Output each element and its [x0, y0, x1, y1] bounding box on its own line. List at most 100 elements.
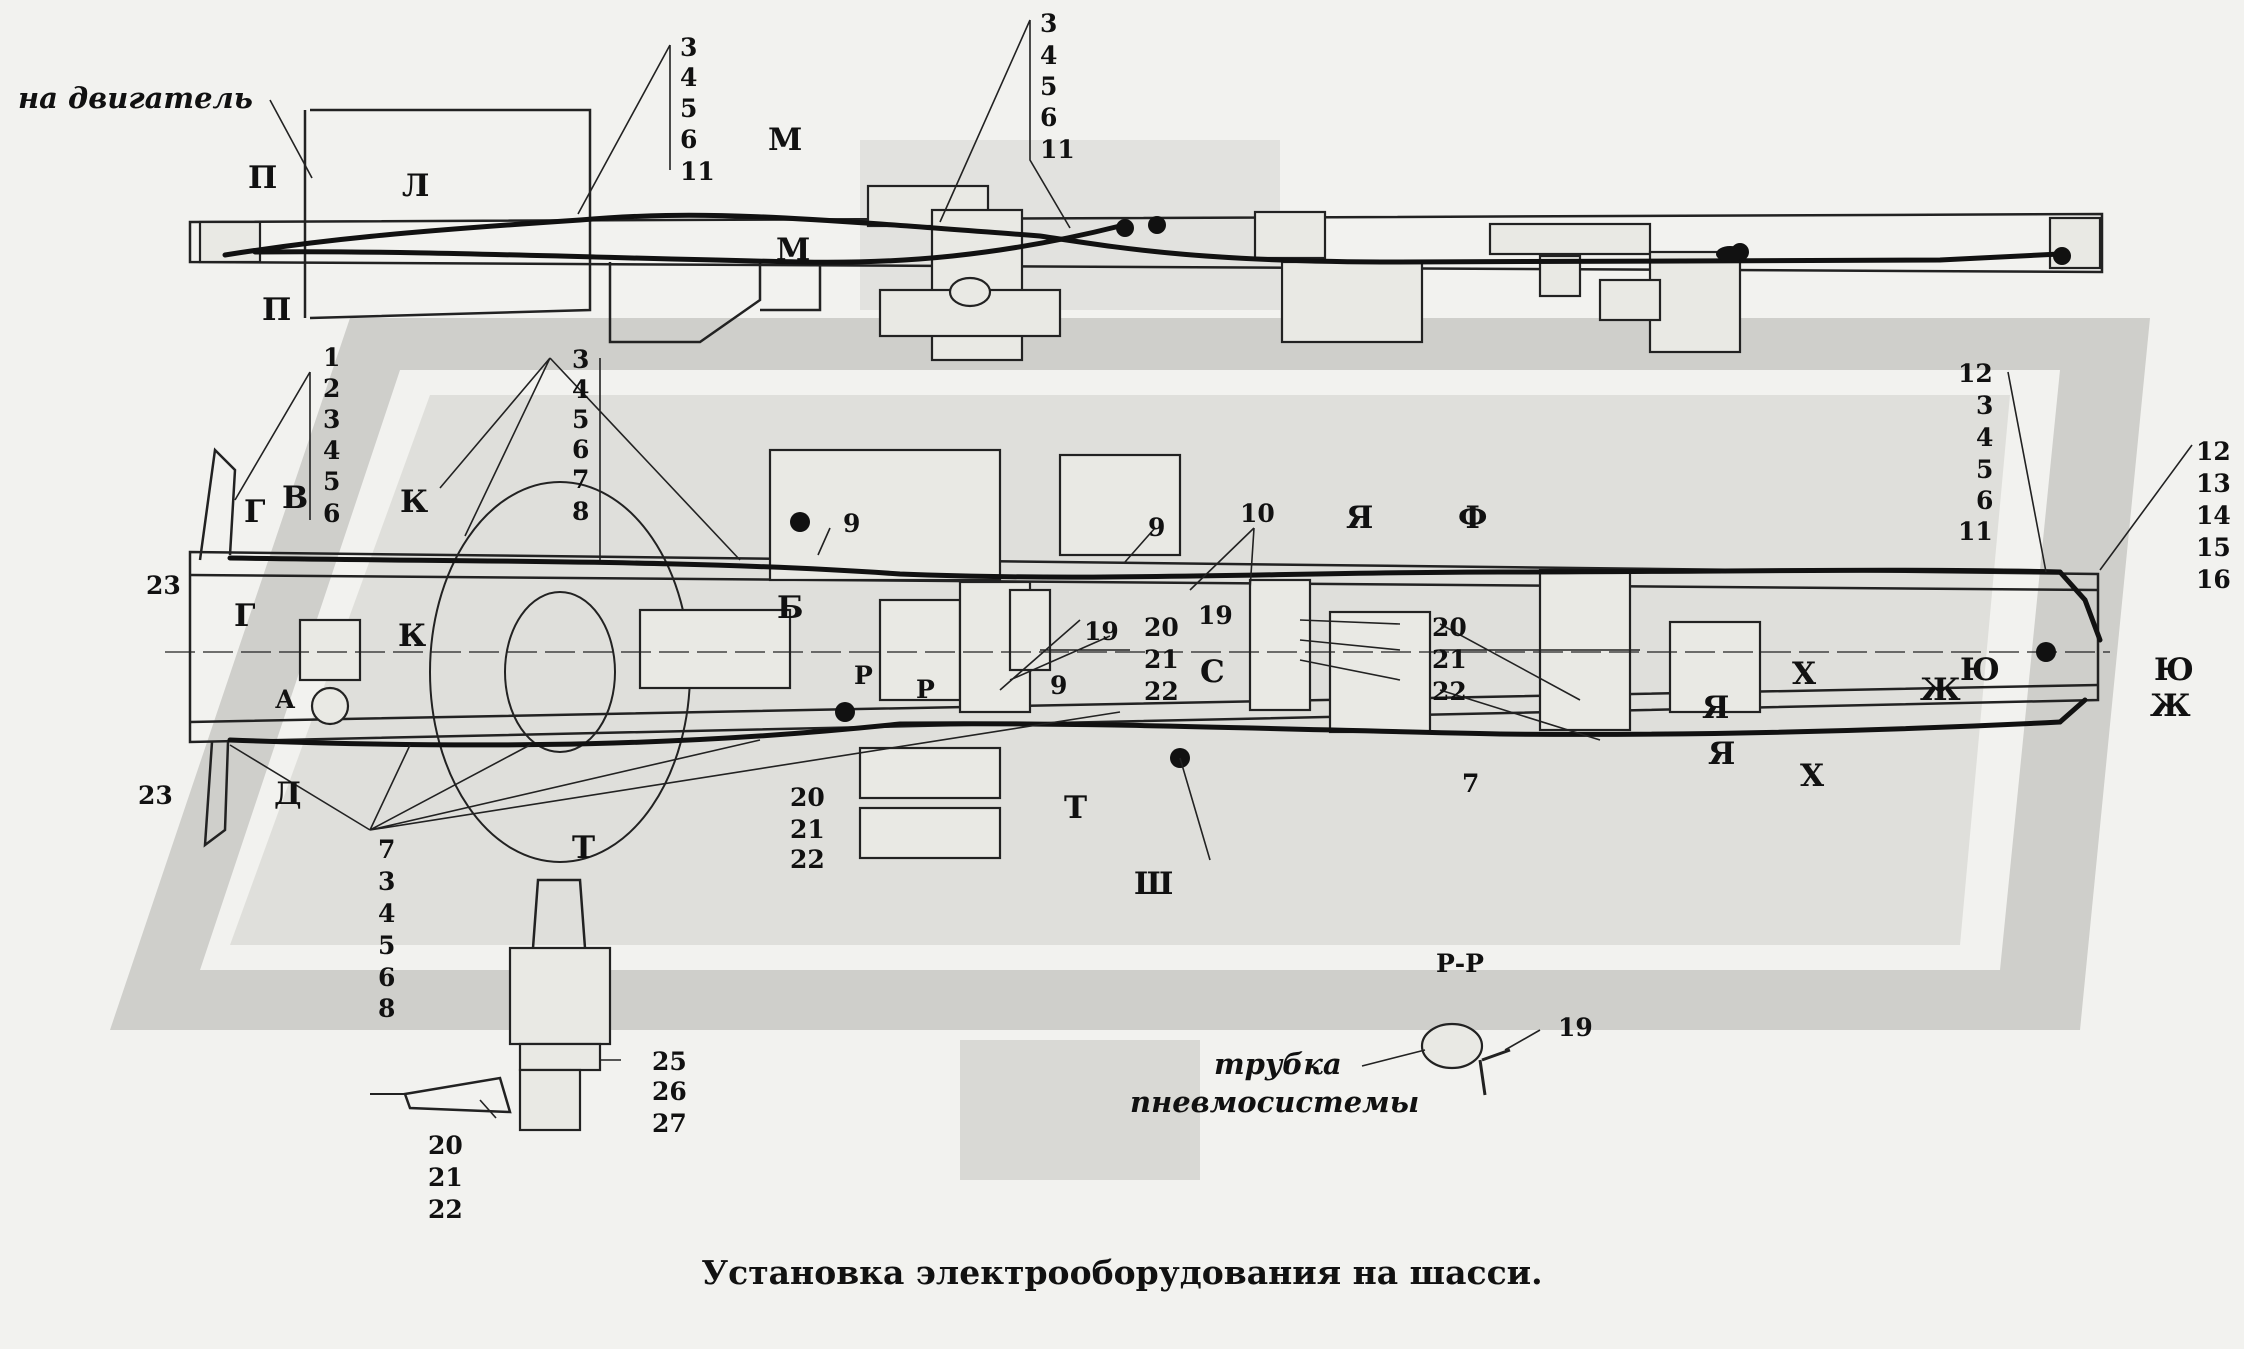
- callout-right-a-3: 4: [1976, 423, 1993, 452]
- callout-20-b: 20: [1432, 613, 1467, 642]
- mark-d: Д: [274, 776, 302, 812]
- note-pneumo-2: пневмосистемы: [1130, 1085, 1419, 1119]
- callout-right-a-5: 6: [1976, 486, 1993, 515]
- callout-23-b: 23: [138, 781, 173, 810]
- callout-plan-left-3: 3: [323, 405, 340, 434]
- callout-plan-left-5: 5: [323, 467, 340, 496]
- mark-g-bottom: Г: [234, 598, 255, 634]
- mark-r-a: Р: [854, 661, 873, 690]
- callout-top-a-1: 3: [680, 33, 697, 62]
- callout-22-c: 22: [790, 845, 825, 874]
- mark-t-right: Т: [1064, 790, 1087, 826]
- section-rr-detail: [1361, 1022, 1541, 1096]
- callout-7: 7: [1462, 769, 1479, 798]
- callout-top-b-1: 3: [1040, 9, 1057, 38]
- mark-yu-b: Ю: [2154, 652, 2194, 688]
- callout-plan-mid-3: 5: [572, 405, 589, 434]
- callout-top-a-3: 5: [680, 94, 697, 123]
- mark-zh-b: Ж: [2150, 688, 2191, 724]
- callout-lower-left-4: 5: [378, 931, 395, 960]
- leader-lines: [229, 19, 2193, 1119]
- mark-f: Ф: [1458, 500, 1487, 536]
- mark-a: А: [275, 685, 296, 714]
- callout-21-c: 21: [790, 815, 825, 844]
- callout-top-a-5: 11: [680, 157, 715, 186]
- mark-sh: Ш: [1134, 866, 1173, 902]
- callout-plan-left-4: 4: [323, 436, 340, 465]
- callout-21-d: 21: [428, 1163, 463, 1192]
- watermark-logo: [110, 140, 2150, 1180]
- callout-21-a: 21: [1144, 645, 1179, 674]
- mark-kh-bottom: Х: [1800, 758, 1825, 794]
- callout-9-b: 9: [1148, 513, 1165, 542]
- mark-rr: Р-Р: [1436, 949, 1484, 978]
- callout-plan-mid-6: 8: [572, 497, 589, 526]
- callout-right-b-4: 15: [2196, 533, 2231, 562]
- callout-right-b-5: 16: [2196, 565, 2231, 594]
- callout-27: 27: [652, 1109, 687, 1138]
- callout-26: 26: [652, 1077, 687, 1106]
- mark-zh-a: Ж: [1920, 672, 1961, 708]
- mark-ya-mid: Я: [1702, 690, 1729, 726]
- mark-p-bottom: П: [262, 292, 291, 328]
- mark-ya-top: Я: [1346, 500, 1373, 536]
- callout-9-c: 9: [1050, 671, 1067, 700]
- callout-20-c: 20: [790, 783, 825, 812]
- callout-right-b-3: 14: [2196, 501, 2231, 530]
- callout-lower-left-2: 3: [378, 867, 395, 896]
- callout-plan-mid-1: 3: [572, 345, 589, 374]
- mark-kh-top: Х: [1792, 656, 1817, 692]
- callout-lower-left-3: 4: [378, 899, 395, 928]
- mark-yu-a: Ю: [1960, 652, 2000, 688]
- callout-plan-mid-2: 4: [572, 375, 589, 404]
- callout-top-a-4: 6: [680, 125, 697, 154]
- callout-20-d: 20: [428, 1131, 463, 1160]
- callout-25: 25: [652, 1047, 687, 1076]
- section-t-unit: [370, 878, 612, 1132]
- callout-top-b-3: 5: [1040, 72, 1057, 101]
- callout-10: 10: [1240, 499, 1275, 528]
- mark-v: В: [282, 480, 308, 516]
- callout-right-b-2: 13: [2196, 469, 2231, 498]
- mark-k-top: К: [400, 484, 428, 520]
- callout-plan-left-2: 2: [323, 374, 340, 403]
- mark-k-bottom: К: [398, 618, 426, 654]
- callout-9-a: 9: [843, 509, 860, 538]
- callout-23-a: 23: [146, 571, 181, 600]
- note-to-engine: на двигатель: [18, 81, 253, 115]
- mark-l: Л: [402, 168, 429, 204]
- mark-m-top: М: [768, 122, 802, 158]
- mark-b: Б: [777, 590, 804, 626]
- mark-r-b: Р: [916, 675, 935, 704]
- callout-lower-left-5: 6: [378, 963, 395, 992]
- mark-t-bottom: Т: [572, 830, 595, 866]
- callout-plan-left-1: 1: [323, 343, 340, 372]
- callout-21-b: 21: [1432, 645, 1467, 674]
- side-view: [188, 108, 2104, 362]
- callout-plan-mid-5: 7: [572, 465, 589, 494]
- callout-right-a-1: 12: [1958, 359, 1993, 388]
- callout-22-d: 22: [428, 1195, 463, 1224]
- callout-right-a-6: 11: [1958, 517, 1993, 546]
- mark-p-top: П: [248, 160, 277, 196]
- callout-19-b: 19: [1198, 601, 1233, 630]
- labels: на двигатель П П Л М М 3 4 5 6 11 3 4 5 …: [18, 9, 2231, 1292]
- callout-right-a-2: 3: [1976, 391, 1993, 420]
- callout-19-c: 19: [1558, 1013, 1593, 1042]
- callout-19-a: 19: [1084, 617, 1119, 646]
- callout-right-a-4: 5: [1976, 455, 1993, 484]
- mark-s: С: [1200, 654, 1225, 690]
- callout-lower-left-6: 8: [378, 994, 395, 1023]
- figure-caption: Установка электрооборудования на шасси.: [701, 1253, 1542, 1292]
- mark-ya-bottom: Я: [1708, 736, 1735, 772]
- mark-g-top: Г: [244, 494, 265, 530]
- callout-lower-left-1: 7: [378, 835, 395, 864]
- callout-20-a: 20: [1144, 613, 1179, 642]
- note-pneumo-1: трубка: [1214, 1047, 1342, 1081]
- mark-m-bottom: М: [776, 232, 810, 268]
- callout-plan-left-6: 6: [323, 499, 340, 528]
- callout-top-b-5: 11: [1040, 135, 1075, 164]
- callout-22-b: 22: [1432, 677, 1467, 706]
- callout-top-a-2: 4: [680, 63, 697, 92]
